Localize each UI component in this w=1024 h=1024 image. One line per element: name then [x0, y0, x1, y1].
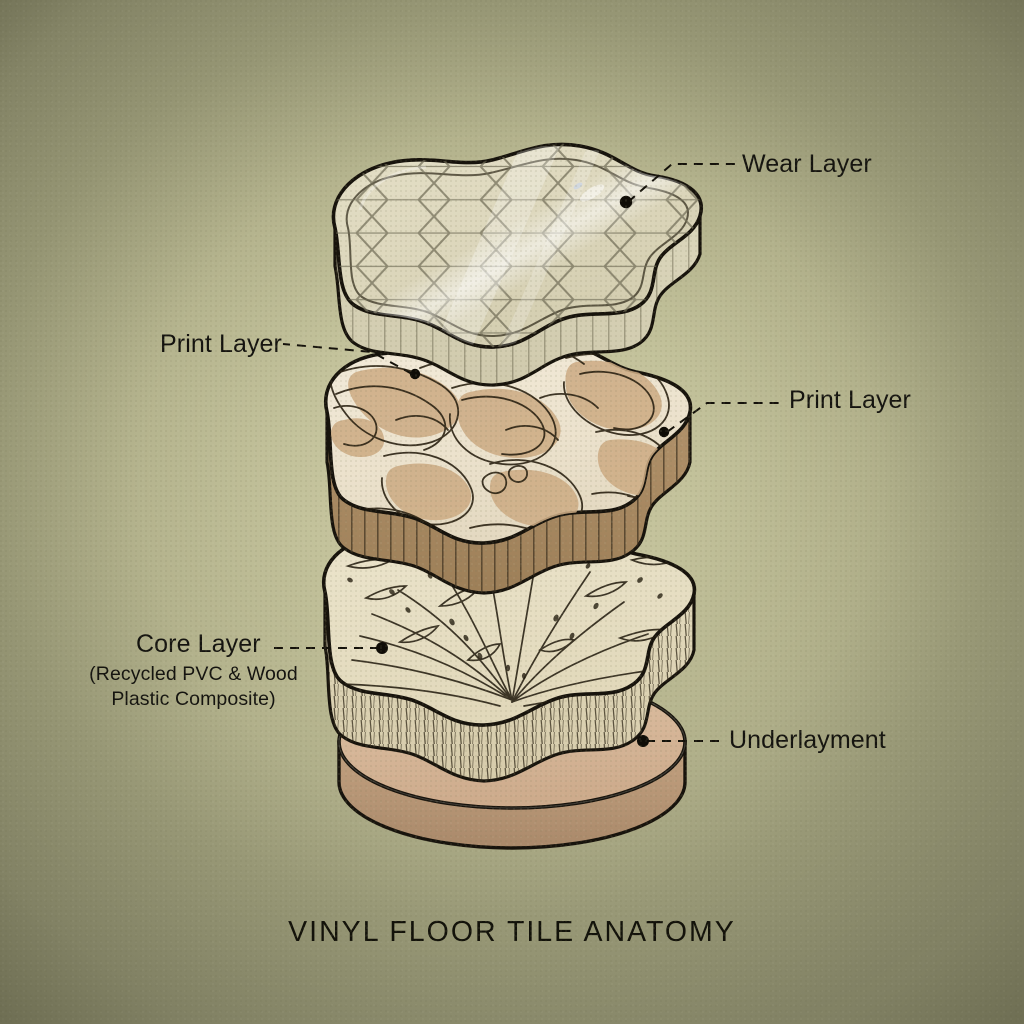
wear-rim-sheen [358, 165, 427, 211]
label-core-layer: Core Layer [136, 630, 261, 658]
leader-dots [376, 195, 649, 747]
core-edge-hatch [325, 592, 694, 781]
page-title: VINYL FLOOR TILE ANATOMY [288, 916, 736, 948]
label-underlayment: Underlayment [729, 726, 886, 754]
label-print-layer-right: Print Layer [789, 386, 911, 414]
label-print-layer-left: Print Layer [160, 330, 282, 358]
dot-wear-layer [619, 195, 633, 209]
dot-underlayment [637, 735, 649, 747]
layer-print[interactable] [323, 339, 693, 595]
leader-wear-layer [627, 163, 735, 203]
leader-print-layer-right [666, 402, 781, 433]
label-core-layer-sublabel: (Recycled PVC & Wood Plastic Composite) [89, 663, 298, 710]
dot-core-layer [376, 642, 388, 654]
leader-lines [268, 163, 781, 742]
layer-wear[interactable] [320, 140, 720, 387]
wear-edge-hatch [335, 216, 700, 386]
label-wear-layer: Wear Layer [742, 150, 872, 178]
print-layer-marker-dots [409, 368, 670, 438]
print-edge-hatch [327, 412, 690, 593]
